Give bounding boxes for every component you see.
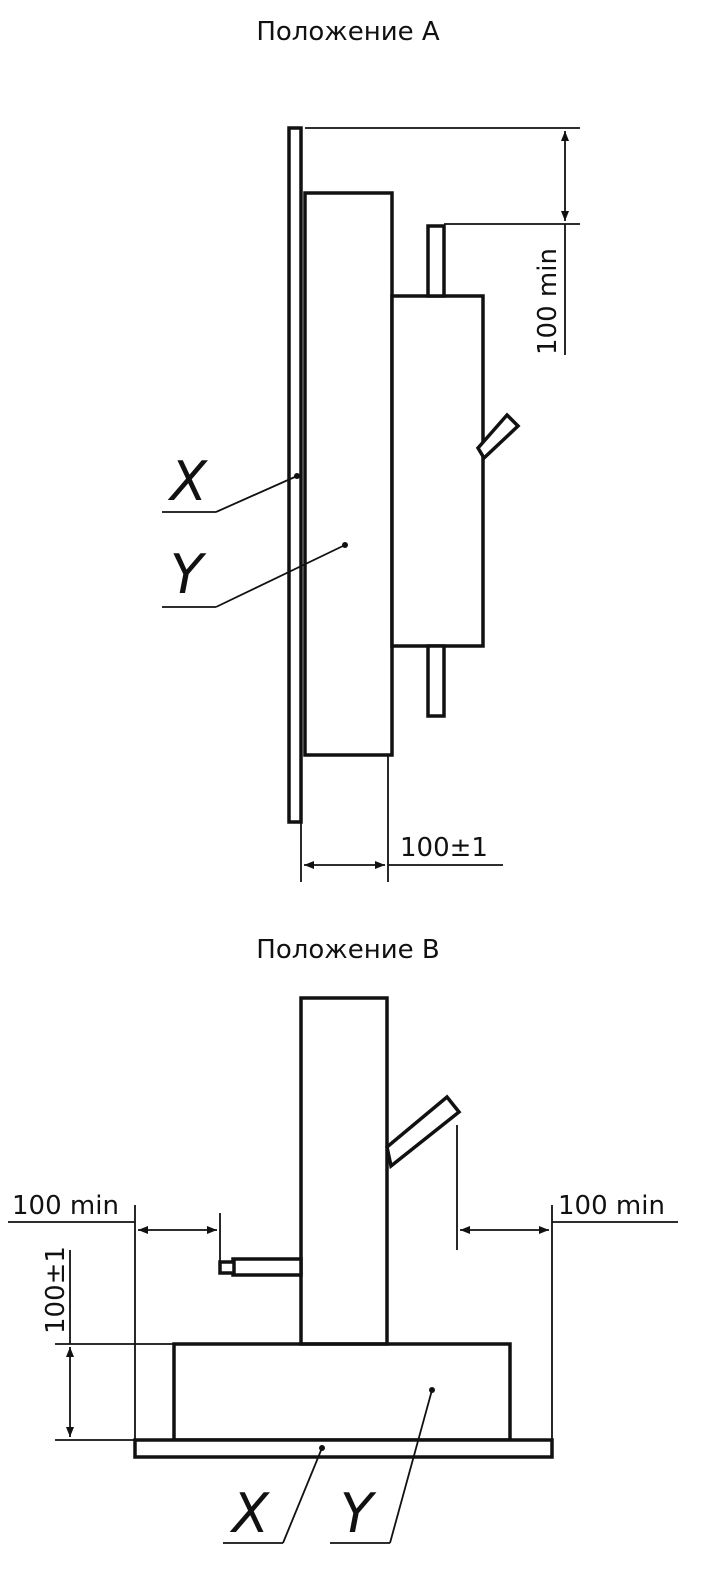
leader-x-a xyxy=(215,475,298,513)
dim-label-100-pm1-a: 100±1 xyxy=(400,833,488,863)
device-body xyxy=(390,294,485,648)
side-tube xyxy=(231,1257,303,1277)
position-b-view: Положение В 100 min 100 min 100±1 xyxy=(8,935,678,1545)
side-tube-cap xyxy=(218,1260,236,1275)
label-y-b: Y xyxy=(340,1482,377,1545)
dim-label-100-min-right: 100 min xyxy=(558,1191,665,1221)
diagonal-handle-b xyxy=(385,1094,462,1170)
leader-dot xyxy=(342,542,348,548)
leader-x-b xyxy=(282,1447,323,1544)
position-a-view: Положение А 100 min 100±1 X xyxy=(162,17,580,882)
device-body-b xyxy=(299,996,389,1346)
leader-y-a xyxy=(215,544,346,608)
hatched-block-y xyxy=(303,191,394,757)
diagonal-handle xyxy=(475,412,521,461)
label-x-b: X xyxy=(229,1482,270,1545)
label-x-a: X xyxy=(167,450,208,513)
leader-y-b xyxy=(389,1389,433,1544)
leader-dot xyxy=(294,473,300,479)
dim-label-100-min-left: 100 min xyxy=(12,1191,119,1221)
dim-label-100-min-a: 100 min xyxy=(533,248,563,355)
position-b-caption: Положение В xyxy=(256,935,439,965)
bottom-tube xyxy=(426,644,446,718)
base-plate-x xyxy=(133,1438,554,1459)
dim-label-100-pm1-b: 100±1 xyxy=(41,1246,71,1334)
position-a-caption: Положение А xyxy=(256,17,440,47)
hatched-block-y-b xyxy=(172,1342,512,1442)
label-y-a: Y xyxy=(170,543,207,606)
top-tube xyxy=(426,224,446,298)
